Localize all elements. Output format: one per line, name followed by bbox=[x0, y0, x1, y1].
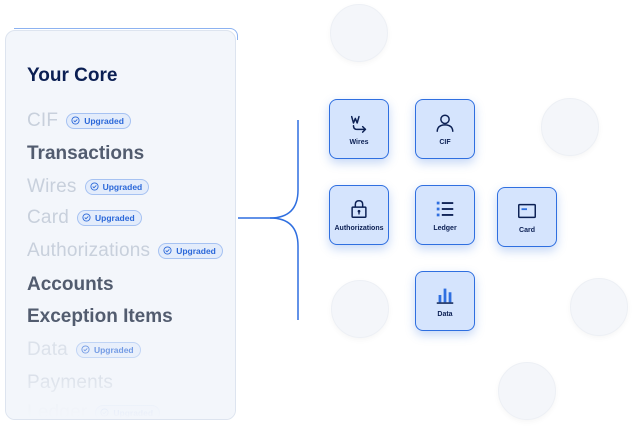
check-circle-icon bbox=[163, 246, 172, 255]
module-tile-card[interactable]: Card bbox=[497, 187, 557, 247]
module-tile-ledger[interactable]: Ledger bbox=[415, 185, 475, 245]
check-circle-icon bbox=[71, 116, 80, 125]
core-item-authorizations: Authorizations Upgraded bbox=[27, 241, 223, 260]
module-label: Wires bbox=[349, 139, 369, 146]
module-label: CIF bbox=[439, 139, 451, 146]
upgraded-badge: Upgraded bbox=[158, 242, 223, 259]
decorative-circle-right-lower bbox=[570, 278, 628, 336]
core-item-label: CIF bbox=[27, 110, 59, 131]
core-item-exception-items: Exception Items bbox=[27, 307, 173, 326]
decorative-circle-bottom bbox=[498, 362, 556, 420]
upgraded-badge: Upgraded bbox=[95, 404, 161, 419]
check-circle-icon bbox=[81, 345, 90, 354]
user-icon bbox=[436, 114, 454, 132]
upgraded-badge: Upgraded bbox=[84, 178, 150, 195]
upgraded-badge: Upgraded bbox=[76, 209, 142, 226]
decorative-circle-top bbox=[330, 4, 388, 62]
upgraded-badge: Upgraded bbox=[75, 341, 141, 358]
core-item-card: Card Upgraded bbox=[27, 208, 142, 227]
core-item-cif: CIF Upgraded bbox=[27, 111, 131, 130]
core-item-label: Exception Items bbox=[27, 306, 173, 327]
core-item-payments: Payments bbox=[27, 373, 113, 392]
module-tile-authorizations[interactable]: Authorizations bbox=[329, 185, 389, 245]
decorative-circle-right-upper bbox=[541, 98, 599, 156]
wire-transfer-icon bbox=[350, 115, 367, 133]
module-label: Authorizations bbox=[334, 225, 384, 232]
badge-label: Upgraded bbox=[94, 212, 135, 223]
core-item-label: Transactions bbox=[27, 143, 145, 164]
module-tile-cif[interactable]: CIF bbox=[415, 99, 475, 159]
core-item-label: Authorizations bbox=[27, 240, 151, 261]
core-item-ledger: Ledger Upgraded bbox=[27, 402, 161, 420]
core-panel: Your Core CIF Upgraded Transactions Wire… bbox=[5, 30, 236, 420]
badge-label: Upgraded bbox=[102, 181, 143, 192]
module-tile-wires[interactable]: Wires bbox=[329, 99, 389, 159]
core-item-wires: Wires Upgraded bbox=[27, 176, 150, 197]
decorative-circle-left-lower bbox=[331, 280, 389, 338]
core-item-label: Card bbox=[27, 207, 69, 228]
core-item-transactions: Transactions bbox=[27, 144, 144, 163]
connector-bracket bbox=[238, 120, 299, 320]
check-circle-icon bbox=[82, 213, 91, 222]
core-item-label: Wires bbox=[27, 176, 77, 197]
badge-label: Upgraded bbox=[84, 115, 124, 126]
upgraded-badge: Upgraded bbox=[66, 112, 131, 129]
badge-label: Upgraded bbox=[93, 344, 134, 355]
core-item-data: Data Upgraded bbox=[27, 340, 141, 359]
module-tile-data[interactable]: Data bbox=[415, 271, 475, 331]
core-item-label: Accounts bbox=[27, 274, 114, 295]
core-item-accounts: Accounts bbox=[27, 275, 114, 294]
lock-icon bbox=[351, 200, 367, 218]
card-icon bbox=[518, 203, 536, 219]
list-icon bbox=[436, 201, 454, 217]
core-item-label: Ledger bbox=[27, 402, 88, 420]
module-label: Ledger bbox=[433, 225, 457, 232]
badge-label: Upgraded bbox=[176, 245, 216, 256]
panel-accent-border bbox=[14, 28, 238, 40]
module-label: Card bbox=[519, 227, 535, 234]
badge-label: Upgraded bbox=[113, 407, 154, 418]
bar-chart-icon bbox=[436, 288, 454, 304]
check-circle-icon bbox=[100, 408, 109, 417]
core-panel-title: Your Core bbox=[27, 65, 118, 86]
check-circle-icon bbox=[90, 182, 99, 191]
core-item-label: Payments bbox=[27, 372, 114, 393]
module-label: Data bbox=[437, 311, 453, 318]
core-item-label: Data bbox=[27, 339, 68, 360]
